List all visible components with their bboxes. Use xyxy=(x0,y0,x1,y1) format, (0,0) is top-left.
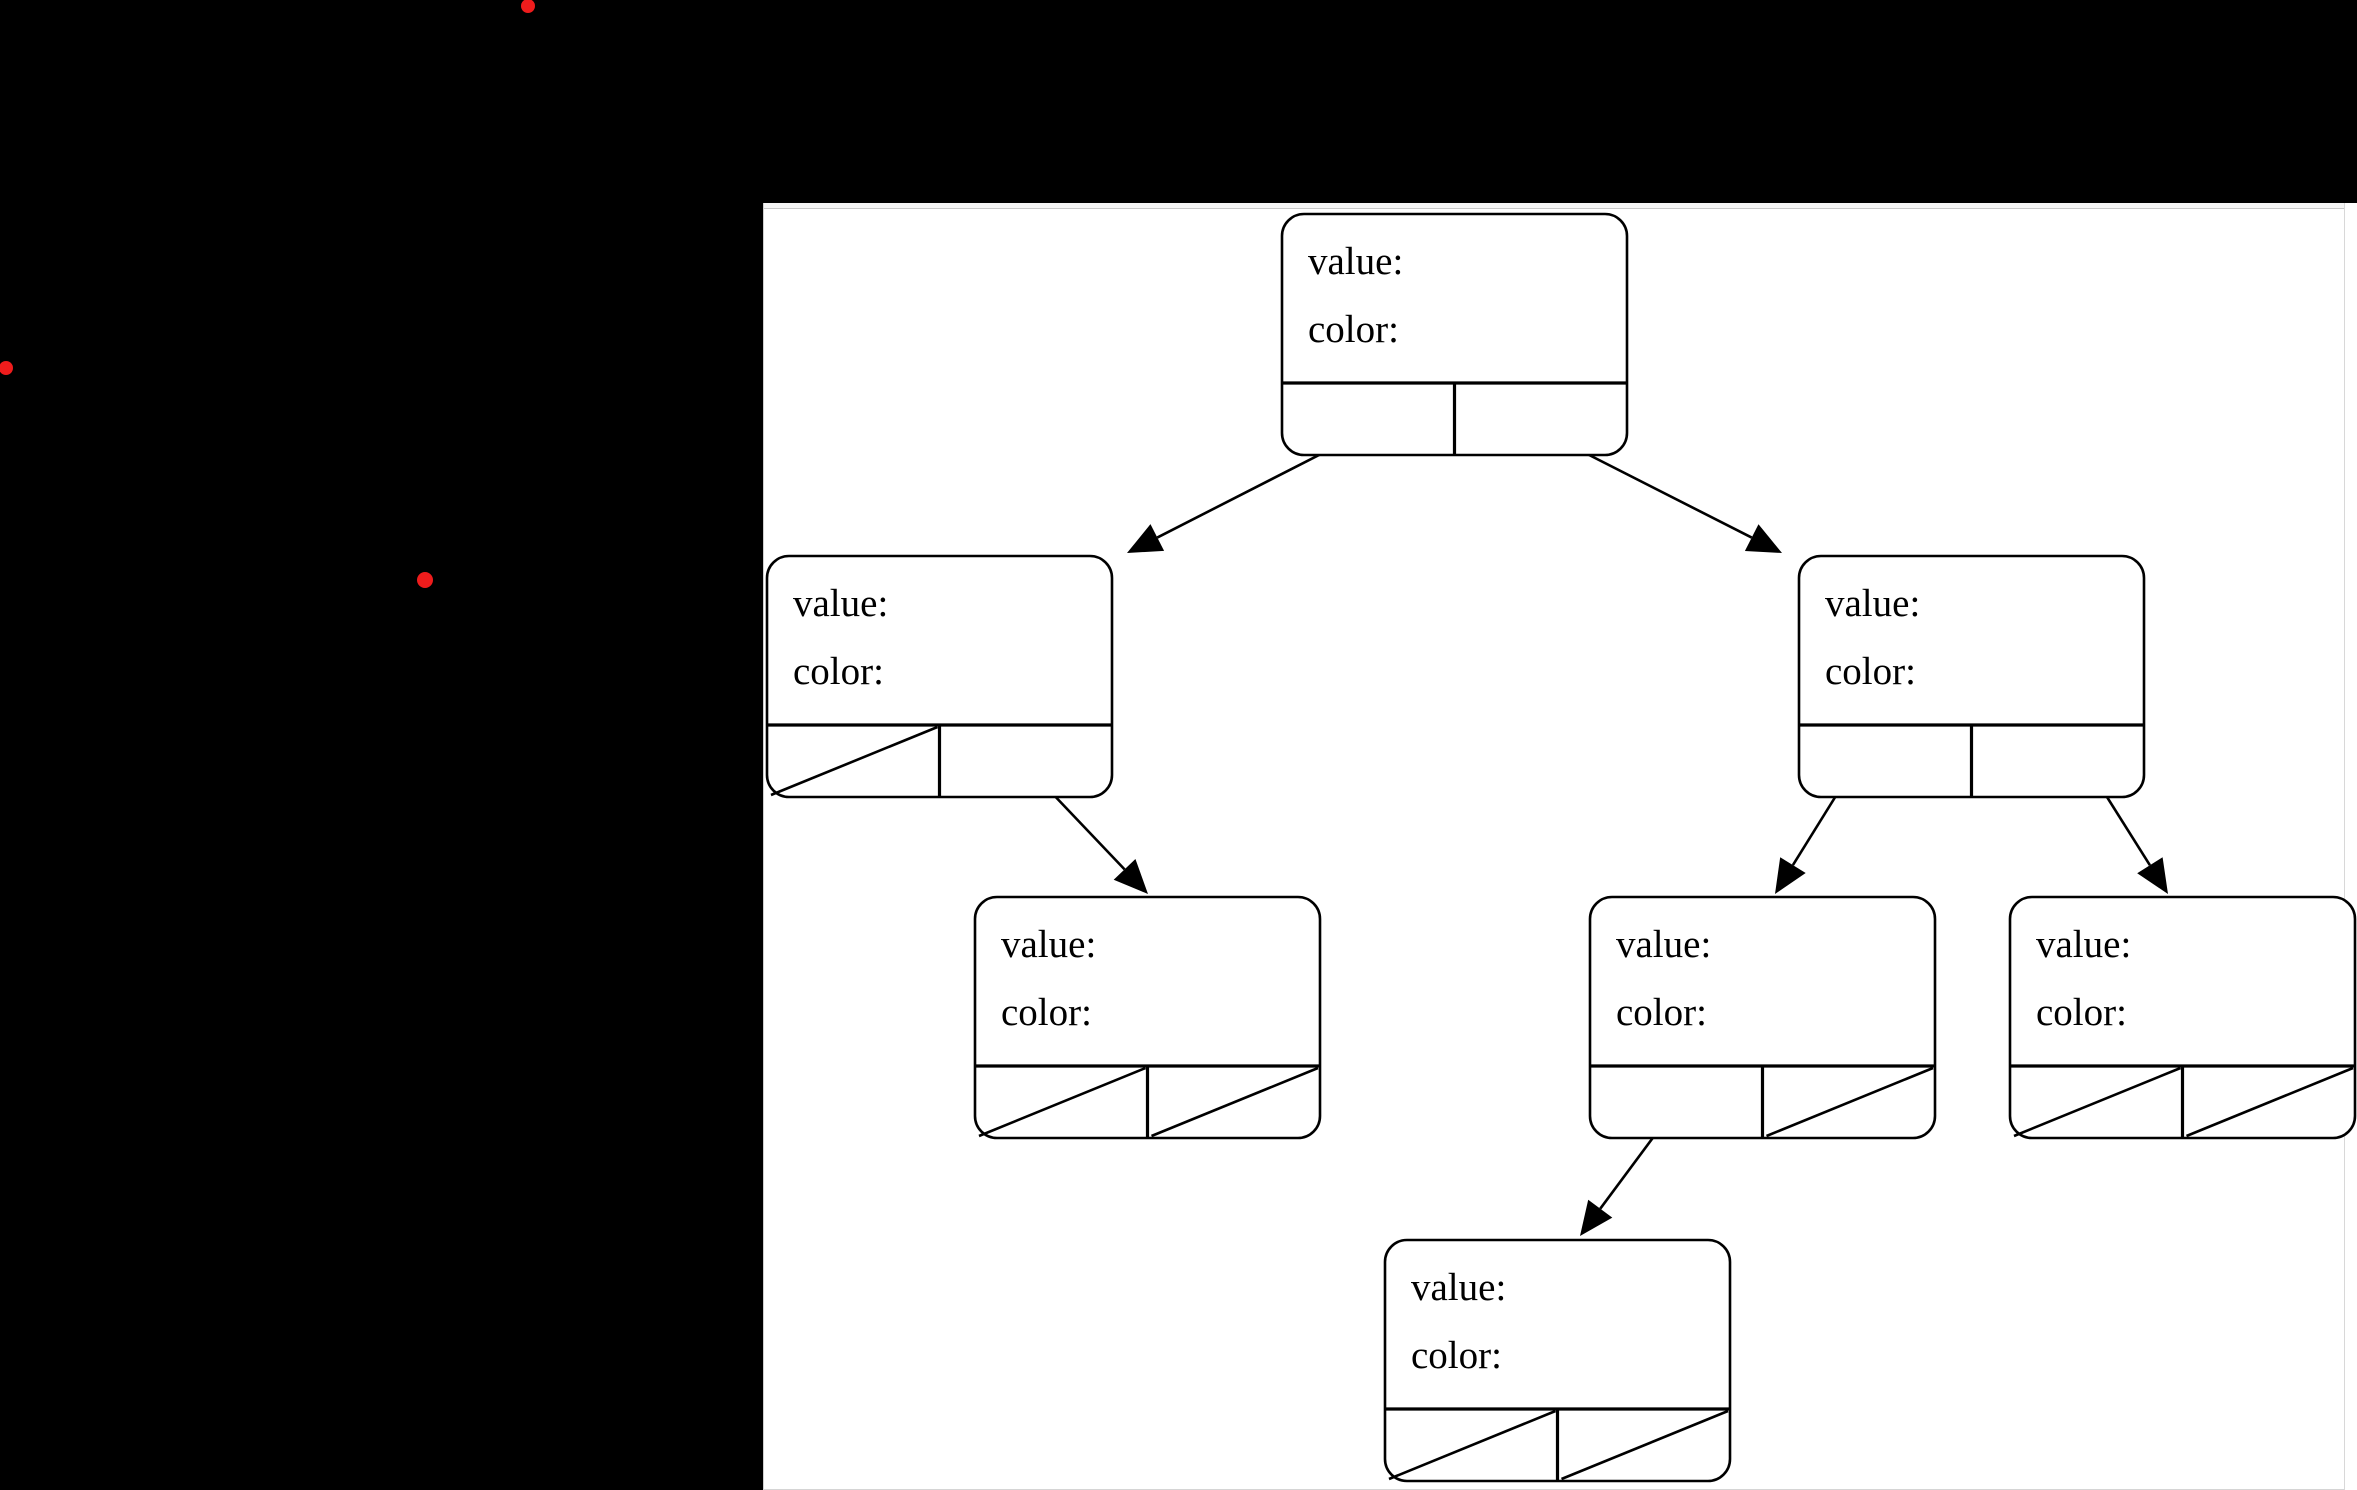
tree-node-right-left-right-null-slash xyxy=(1766,1066,1934,1138)
tree-node-left-right-color-label: color: xyxy=(1001,991,1092,1034)
edge-root-right-arrowhead xyxy=(1744,524,1782,553)
tree-node-right-left-color-label: color: xyxy=(1616,991,1707,1034)
edge-root-left-arrowhead xyxy=(1127,524,1165,553)
edge-right-left-arrowhead xyxy=(1775,857,1806,894)
tree-node-deep-left[interactable]: value: color: xyxy=(1383,1238,1732,1483)
tree-node-deep-left-value-label: value: xyxy=(1411,1266,1506,1309)
tree-node-right-right-left-null-slash xyxy=(2013,1066,2181,1138)
tree-node-deep-left-color-label: color: xyxy=(1411,1334,1502,1377)
tree-node-left-right[interactable]: value: color: xyxy=(973,895,1322,1140)
tree-node-deep-left-left-null-slash xyxy=(1388,1409,1556,1481)
tree-node-right-left-value-label: value: xyxy=(1616,923,1711,966)
tree-node-root[interactable]: value: color: xyxy=(1280,212,1629,457)
tree-node-right-right-right-null-slash xyxy=(2186,1066,2354,1138)
tree-node-right-color-label: color: xyxy=(1825,650,1916,693)
edge-rightleft-deep-arrowhead xyxy=(1580,1199,1613,1236)
edge-right-right-arrowhead xyxy=(2137,857,2168,894)
tree-nodes-layer: value:color:value:color:value:color:valu… xyxy=(765,212,2357,1483)
canvas-top-strip xyxy=(763,203,2357,209)
marker-dot-left xyxy=(0,361,13,375)
tree-node-left[interactable]: value: color: xyxy=(765,554,1114,799)
tree-node-right-right[interactable]: value: color: xyxy=(2008,895,2357,1140)
tree-node-left-color-label: color: xyxy=(793,650,884,693)
tree-node-left-right-right-null-slash xyxy=(1151,1066,1319,1138)
canvas-left-rule xyxy=(763,203,764,1490)
tree-node-right-left[interactable]: value: color: xyxy=(1588,895,1937,1140)
tree-node-root-color-label: color: xyxy=(1308,308,1399,351)
edge-left-right-arrowhead xyxy=(1113,859,1148,894)
tree-node-right-right-color-label: color: xyxy=(2036,991,2127,1034)
marker-dot-top xyxy=(521,0,535,13)
tree-node-right-value-label: value: xyxy=(1825,582,1920,625)
vertical-scrollbar[interactable] xyxy=(2344,203,2357,1490)
tree-node-right-right-value-label: value: xyxy=(2036,923,2131,966)
tree-node-deep-left-right-null-slash xyxy=(1561,1409,1729,1481)
marker-dot-middle xyxy=(417,572,433,588)
tree-node-left-value-label: value: xyxy=(793,582,888,625)
tree-node-left-right-left-null-slash xyxy=(978,1066,1146,1138)
tree-node-right[interactable]: value: color: xyxy=(1797,554,2146,799)
tree-node-left-right-value-label: value: xyxy=(1001,923,1096,966)
tree-node-root-value-label: value: xyxy=(1308,240,1403,283)
tree-node-left-left-null-slash xyxy=(770,725,938,797)
